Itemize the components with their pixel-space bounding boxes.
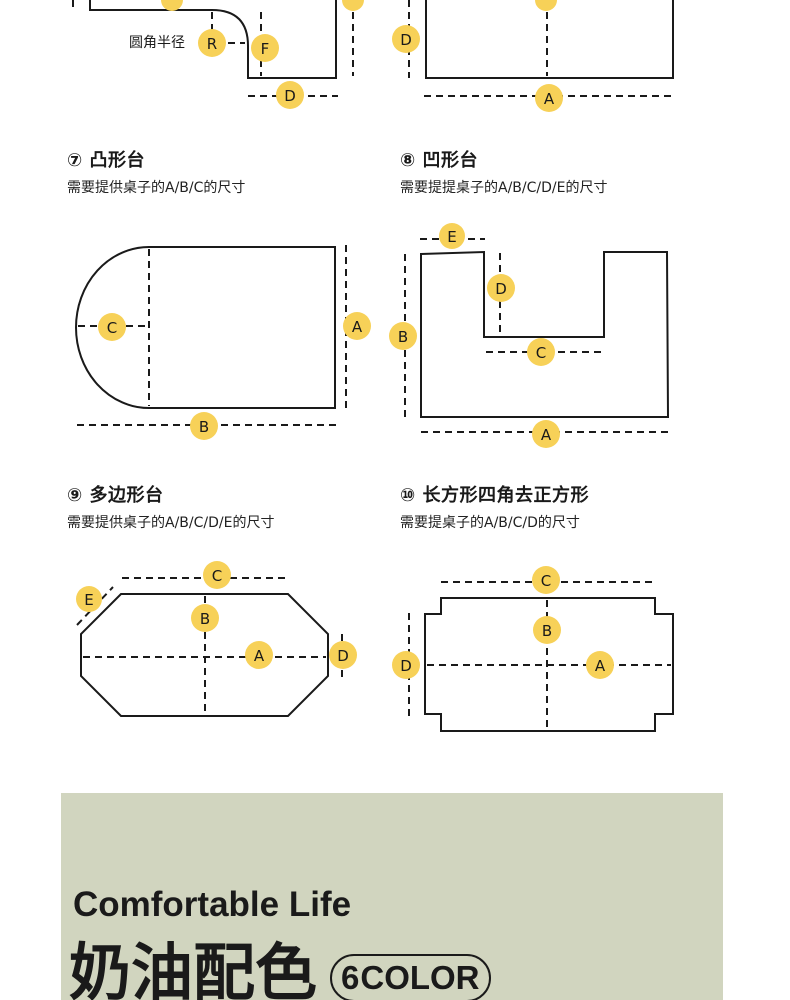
color-banner: Comfortable Life 奶油配色 6COLOR — [61, 793, 723, 1000]
marker-label-b: B — [542, 622, 552, 640]
table-outline — [420, 250, 670, 418]
marker-label-b: B — [200, 610, 210, 628]
marker-b — [533, 616, 561, 644]
section-subtitle-concave: 需要提提桌子的A/B/C/D/E的尺寸 — [400, 180, 608, 196]
marker-d — [487, 274, 515, 302]
marker-c — [532, 566, 560, 594]
marker-d — [329, 641, 357, 669]
marker-label-c: C — [212, 567, 222, 585]
diagram-rounded-corner-partial: 圆角半径 R F D — [72, 0, 364, 109]
marker-label-r: R — [207, 35, 217, 53]
color-count: 6 — [341, 959, 360, 996]
marker-label-c: C — [541, 572, 551, 590]
marker-c — [98, 313, 126, 341]
diagram-convex-table: C A B — [75, 245, 371, 440]
marker-f — [251, 34, 279, 62]
marker-label-d: D — [337, 647, 349, 665]
marker-label-a: A — [544, 90, 555, 108]
section-title-polygon: ⑨ 多边形台 — [67, 485, 164, 506]
marker-label-d: D — [495, 280, 507, 298]
marker-d — [392, 25, 420, 53]
marker-label-d: D — [400, 31, 412, 49]
diagram-concave-table: E B D C A — [389, 223, 670, 448]
section-title-convex: ⑦ 凸形台 — [67, 150, 146, 171]
marker-label-a: A — [541, 426, 552, 444]
marker-label-a: A — [595, 657, 606, 675]
diagram-notched-rectangle: C B D A — [392, 566, 674, 732]
section-subtitle-convex: 需要提供桌子的A/B/C的尺寸 — [67, 180, 246, 196]
table-outline — [89, 0, 337, 79]
marker-label-d: D — [400, 657, 412, 675]
section-subtitle-notched-rectangle: 需要提桌子的A/B/C/D的尺寸 — [400, 515, 580, 531]
marker-partial-top — [535, 0, 557, 11]
marker-r — [198, 29, 226, 57]
marker-a — [586, 651, 614, 679]
marker-b — [191, 604, 219, 632]
marker-e — [439, 223, 465, 249]
marker-label-f: F — [261, 40, 270, 58]
color-count-pill: 6COLOR — [330, 954, 491, 1000]
table-outline — [425, 0, 674, 79]
table-outline — [424, 597, 674, 732]
marker-label-d: D — [284, 87, 296, 105]
section-title-concave: ⑧ 凹形台 — [400, 150, 479, 171]
marker-a — [343, 312, 371, 340]
marker-b — [190, 412, 218, 440]
marker-label-a: A — [254, 647, 265, 665]
marker-a — [245, 641, 273, 669]
color-label: COLOR — [360, 959, 480, 996]
diagram-top-right-partial: D A — [392, 0, 674, 112]
banner-title: 奶油配色 — [69, 936, 318, 1000]
diagram-polygon-table: C E B A D — [76, 561, 357, 717]
section-title-notched-rectangle: ⑩ 长方形四角去正方形 — [400, 485, 590, 506]
banner-subtitle: Comfortable Life — [73, 885, 352, 924]
table-outline — [80, 593, 329, 717]
marker-label-c: C — [107, 319, 117, 337]
marker-a — [532, 420, 560, 448]
marker-label-b: B — [398, 328, 408, 346]
marker-a — [535, 84, 563, 112]
marker-c — [203, 561, 231, 589]
dimension-diagrams: .solid { fill: none; stroke: #1a1a1a; st… — [72, 0, 674, 732]
marker-label-c: C — [536, 344, 546, 362]
marker-b — [389, 322, 417, 350]
marker-label-e: E — [84, 591, 93, 609]
marker-e — [76, 586, 102, 612]
marker-partial-top — [161, 0, 183, 11]
radius-label: 圆角半径 — [129, 35, 185, 51]
marker-d — [276, 81, 304, 109]
marker-label-a: A — [352, 318, 363, 336]
section-subtitle-polygon: 需要提供桌子的A/B/C/D/E的尺寸 — [67, 515, 275, 531]
table-outline — [75, 246, 336, 409]
marker-partial-top — [342, 0, 364, 11]
marker-d — [392, 651, 420, 679]
marker-label-e: E — [447, 228, 456, 246]
marker-c — [527, 338, 555, 366]
marker-label-b: B — [199, 418, 209, 436]
